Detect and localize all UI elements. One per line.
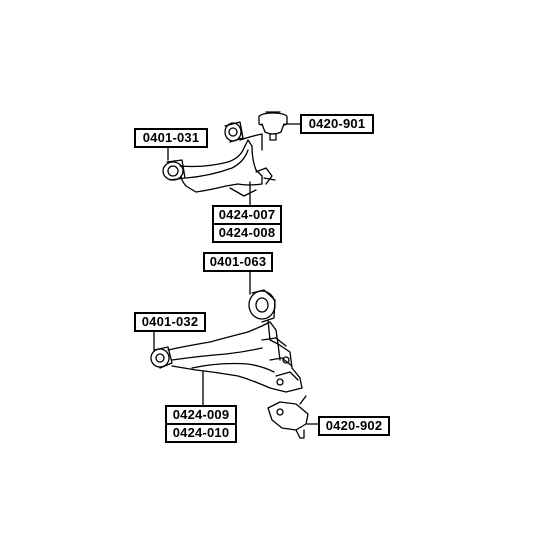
label-lower-rear-bushing: 0401-063 — [203, 252, 273, 272]
label-lower-arm-right: 0424-010 — [165, 423, 237, 443]
label-lower-front-bushing: 0401-032 — [134, 312, 206, 332]
label-upper-ball-joint: 0420-901 — [300, 114, 374, 134]
lower-arm-rear-bushing-drawing — [248, 289, 281, 361]
lower-ball-joint-drawing — [267, 395, 309, 439]
lower-arm-front-bushing-drawing — [150, 346, 173, 369]
lower-arm-drawing — [167, 321, 303, 393]
label-upper-arm-bushing: 0401-031 — [134, 128, 208, 148]
upper-ball-joint-drawing — [258, 111, 288, 141]
upper-arm-front-bushing-drawing — [162, 159, 186, 181]
label-lower-ball-joint: 0420-902 — [318, 416, 390, 436]
upper-arm-drawing — [179, 133, 276, 197]
label-lower-arm-left: 0424-009 — [165, 405, 237, 425]
upper-arm-rear-bushing-drawing — [224, 121, 244, 143]
label-upper-arm-left: 0424-007 — [212, 205, 282, 225]
label-upper-arm-right: 0424-008 — [212, 223, 282, 243]
